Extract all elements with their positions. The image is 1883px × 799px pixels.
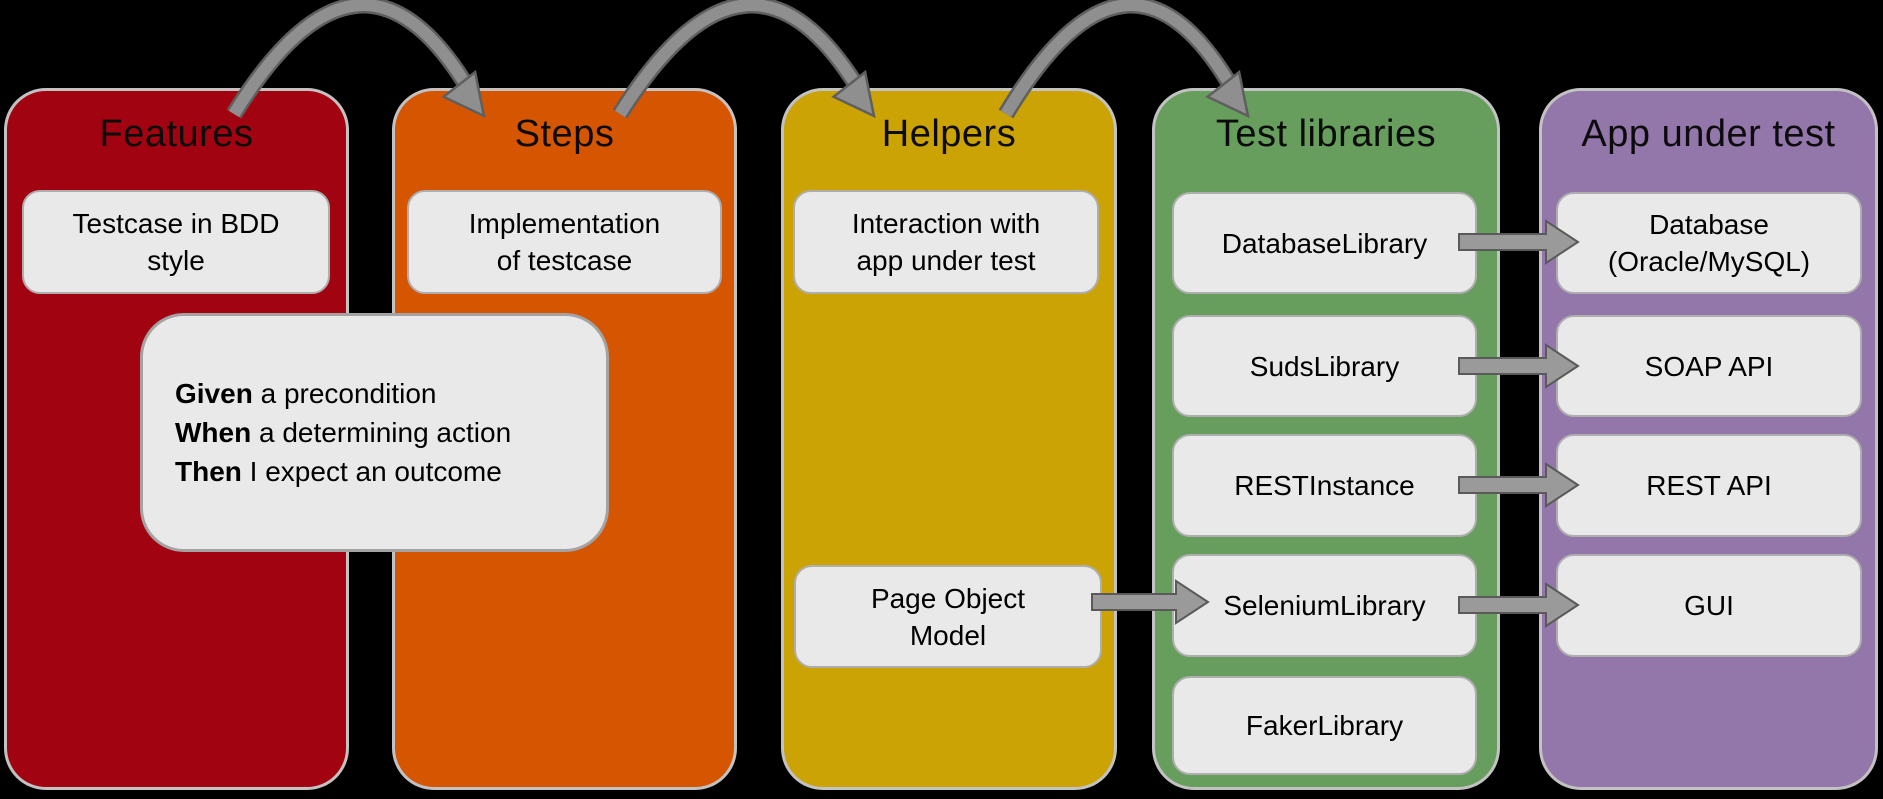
- bdd-note-line-when: When a determining action: [175, 417, 512, 448]
- column-title-app-under-test: App under test: [1581, 113, 1836, 155]
- box-sudslibrary: SudsLibrary: [1172, 315, 1477, 417]
- box-databaselibrary: DatabaseLibrary: [1172, 192, 1477, 294]
- box-restinstance: RESTInstance: [1172, 434, 1477, 537]
- box-fakerlibrary: FakerLibrary: [1172, 676, 1477, 775]
- bdd-note: Given a precondition When a determining …: [140, 313, 609, 552]
- box-gui: GUI: [1556, 554, 1862, 657]
- box-seleniumlibrary: SeleniumLibrary: [1172, 554, 1477, 657]
- bdd-note-line-given: Given a precondition: [175, 378, 437, 409]
- column-title-steps: Steps: [514, 113, 615, 155]
- column-title-features: Features: [99, 113, 254, 155]
- box-rest-api: REST API: [1556, 434, 1862, 537]
- bdd-note-line-then: Then I expect an outcome: [175, 456, 502, 487]
- column-title-test-libraries: Test libraries: [1215, 113, 1437, 155]
- box-soap-api: SOAP API: [1556, 315, 1862, 417]
- column-title-helpers: Helpers: [881, 113, 1017, 155]
- box-database: Database(Oracle/MySQL): [1556, 192, 1862, 294]
